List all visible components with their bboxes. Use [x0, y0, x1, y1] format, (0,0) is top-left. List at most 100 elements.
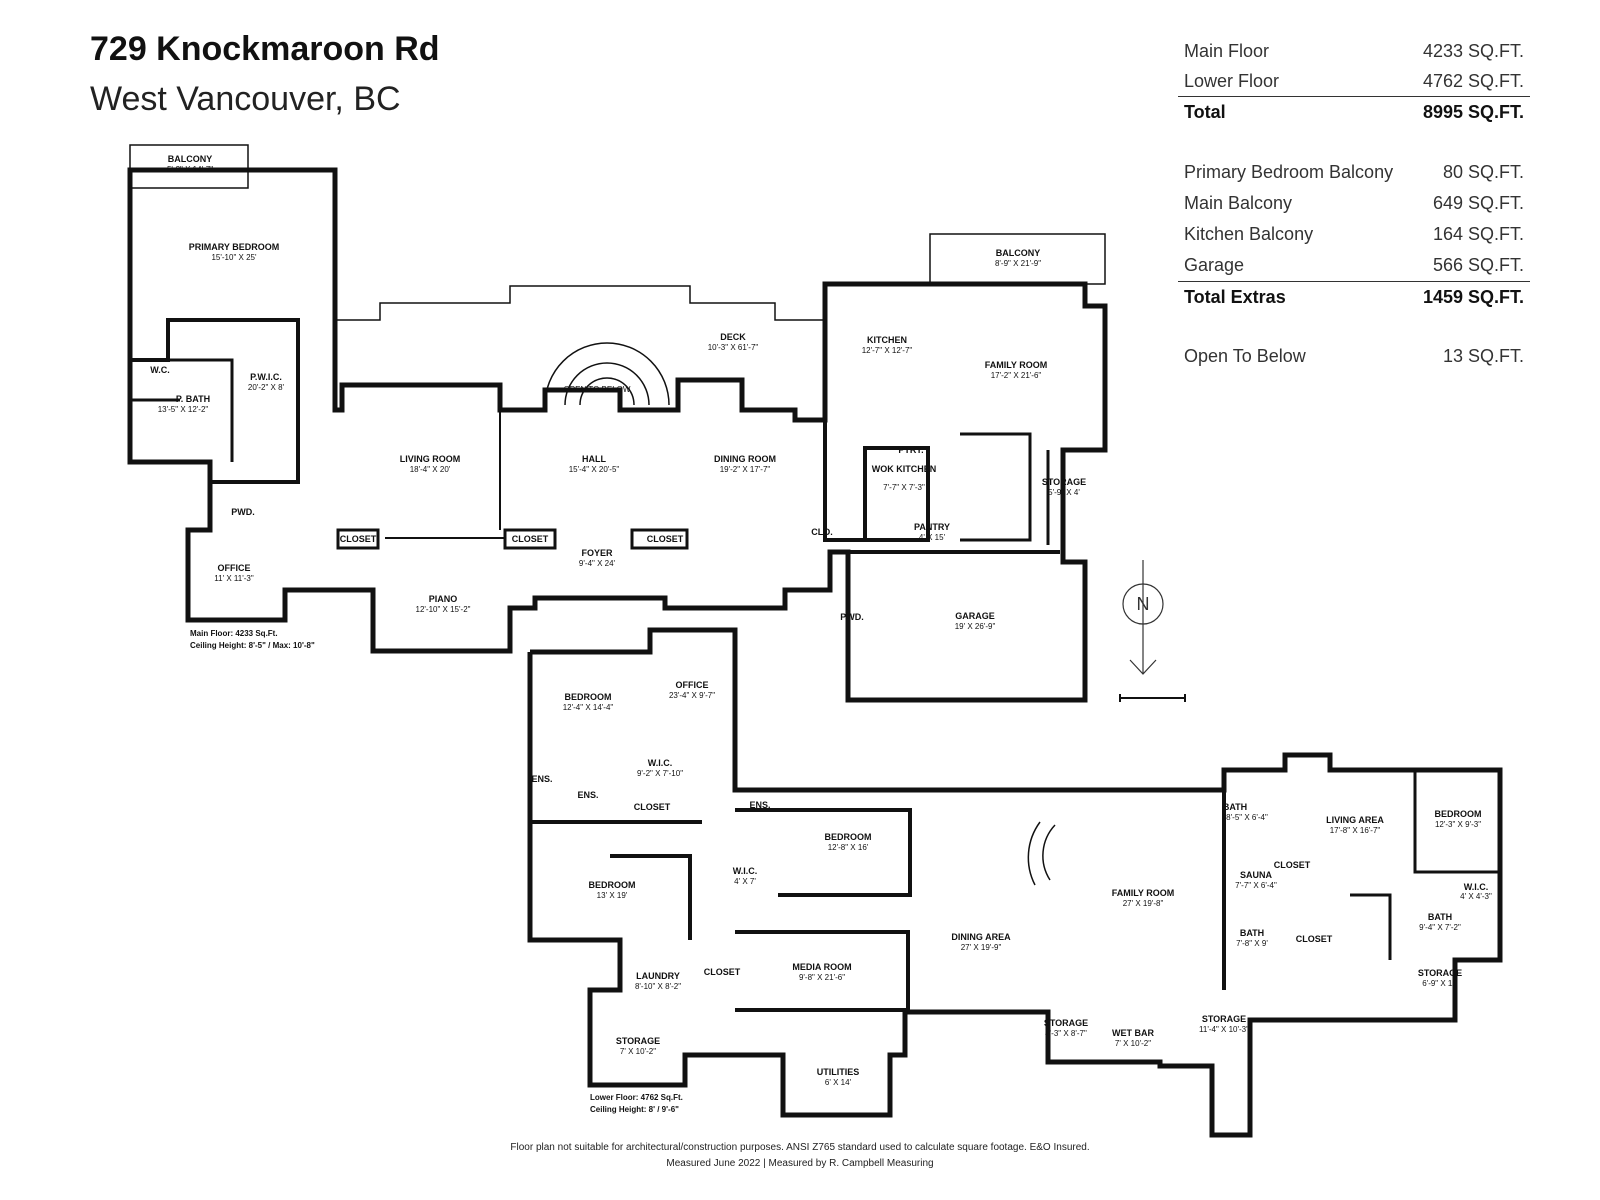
main-floor-note-area: Main Floor: 4233 Sq.Ft.	[190, 629, 278, 638]
room-label: STORAGE	[616, 1036, 660, 1046]
room-label: BALCONY	[168, 154, 213, 164]
room-dim: 8'-5" X 6'-4"	[1226, 813, 1268, 822]
room-dim: 7'-7" X 6'-4"	[1235, 881, 1277, 890]
room-label: OFFICE	[218, 563, 251, 573]
main-floor-labels: BALCONY 5'-3" X 14'-7" PRIMARY BEDROOM 1…	[150, 154, 1086, 650]
main-floor-note-ceiling: Ceiling Height: 8'-5" / Max: 10'-8"	[190, 641, 315, 650]
room-label: PWD.	[840, 612, 864, 622]
room-label: ENS.	[531, 774, 552, 784]
area-summary-table: Main Floor 4233 SQ.FT. Lower Floor 4762 …	[1178, 36, 1530, 372]
area-row-garage: Garage 566 SQ.FT.	[1178, 250, 1530, 281]
area-label: Garage	[1184, 255, 1245, 275]
room-label: CLO.	[811, 527, 833, 537]
room-label: STORAGE	[1202, 1014, 1246, 1024]
room-dim: 5'-3" X 14'-7"	[167, 165, 213, 174]
room-dim: 9'-2" X 7'-10"	[637, 769, 683, 778]
area-label: Primary Bedroom Balcony	[1184, 162, 1394, 182]
room-label: W.I.C.	[648, 758, 673, 768]
room-dim: 15'-10" X 25'	[211, 253, 257, 262]
room-label: LIVING ROOM	[400, 454, 461, 464]
lower-floor-labels: BEDROOM 12'-4" X 14'-4" OFFICE 23'-4" X …	[531, 680, 1492, 1114]
room-dim: 10'-3" X 61'-7"	[708, 343, 759, 352]
room-label: W.I.C.	[1464, 882, 1489, 892]
room-label: FAMILY ROOM	[1112, 888, 1175, 898]
room-label: ENS.	[749, 800, 770, 810]
area-label: Main Balcony	[1184, 193, 1293, 213]
area-row-open-to-below: Open To Below 13 SQ.FT.	[1178, 341, 1530, 372]
balconies	[129, 144, 1106, 321]
room-label: LIVING AREA	[1326, 815, 1384, 825]
lower-floor-walls	[527, 627, 1503, 1138]
room-label: DINING AREA	[951, 932, 1011, 942]
room-label: PTRY.	[898, 445, 923, 455]
room-label: CLOSET	[634, 802, 671, 812]
room-dim: 20'-2" X 8'	[248, 383, 285, 392]
room-label: PRIMARY BEDROOM	[189, 242, 280, 252]
room-dim: 9'-8" X 21'-6"	[799, 973, 845, 982]
room-dim: 19' X 26'-9"	[955, 622, 996, 631]
room-label: FOYER	[581, 548, 613, 558]
room-label: BEDROOM	[565, 692, 612, 702]
room-label: BATH	[1428, 912, 1452, 922]
room-label: PANTRY	[914, 522, 950, 532]
room-dim: 8'-10" X 8'-2"	[635, 982, 681, 991]
room-label: PWD.	[231, 507, 255, 517]
room-dim: 11'-4" X 10'-3"	[1199, 1025, 1249, 1034]
room-label: CLOSET	[1274, 860, 1311, 870]
room-label: WET BAR	[1112, 1028, 1154, 1038]
room-dim: 9'-4" X 24'	[579, 559, 616, 568]
room-label: MEDIA ROOM	[792, 962, 851, 972]
room-label: STORAGE	[1042, 477, 1086, 487]
lower-floor-note-area: Lower Floor: 4762 Sq.Ft.	[590, 1093, 683, 1102]
room-label: BEDROOM	[825, 832, 872, 842]
area-value: 13 SQ.FT.	[1442, 346, 1524, 366]
room-label: KITCHEN	[867, 335, 907, 345]
area-row-lower-floor: Lower Floor 4762 SQ.FT.	[1178, 66, 1530, 96]
room-label: BEDROOM	[589, 880, 636, 890]
room-dim: 7' X 10'-2"	[620, 1047, 656, 1056]
room-label: P. BATH	[176, 394, 210, 404]
room-dim: 12'-3" X 9'-3"	[1435, 820, 1481, 829]
area-value: 649 SQ.FT.	[1432, 193, 1524, 213]
area-label: Main Floor	[1184, 41, 1270, 61]
area-label: Total	[1184, 102, 1226, 122]
area-value: 164 SQ.FT.	[1432, 224, 1524, 244]
room-dim: 13'-5" X 12'-2"	[158, 405, 209, 414]
room-dim: 4' X 4'-3"	[1460, 892, 1492, 901]
room-label: CLOSET	[704, 967, 741, 977]
room-dim: 11' X 11'-3"	[214, 574, 254, 583]
room-dim: 19'-2" X 17'-7"	[720, 465, 771, 474]
room-label: STORAGE	[1044, 1018, 1088, 1028]
area-row-primary-balcony: Primary Bedroom Balcony 80 SQ.FT.	[1178, 157, 1530, 188]
room-label: OFFICE	[676, 680, 709, 690]
address-title: 729 Knockmaroon Rd	[90, 30, 440, 68]
room-label: STORAGE	[1418, 968, 1462, 978]
room-dim: 13' X 19'	[597, 891, 628, 900]
area-label: Open To Below	[1184, 346, 1306, 366]
room-dim: 17'-8" X 16'-7"	[1330, 826, 1381, 835]
room-label: GARAGE	[955, 611, 995, 621]
lower-stair	[1027, 821, 1056, 886]
area-value: 4233 SQ.FT.	[1422, 41, 1524, 61]
room-dim: 4'-3" X 8'-7"	[1045, 1029, 1087, 1038]
area-row-main-balcony: Main Balcony 649 SQ.FT.	[1178, 188, 1530, 219]
room-dim: 6'-9" X 11'	[1422, 979, 1458, 988]
area-label: Kitchen Balcony	[1184, 224, 1314, 244]
room-dim: 9'-4" X 7'-2"	[1419, 923, 1461, 932]
room-label: FAMILY ROOM	[985, 360, 1048, 370]
area-row-total-extras: Total Extras 1459 SQ.FT.	[1178, 281, 1530, 313]
lower-floor-note-ceiling: Ceiling Height: 8' / 9'-6"	[590, 1105, 679, 1114]
room-label: BATH	[1223, 802, 1247, 812]
room-dim: 12'-4" X 14'-4"	[563, 703, 614, 712]
room-dim: 12'-10" X 15'-2"	[416, 605, 471, 614]
room-label: SAUNA	[1240, 870, 1273, 880]
room-label: DECK	[720, 332, 746, 342]
room-dim: 7'-7" X 7'-3"	[883, 483, 925, 492]
room-label: UTILITIES	[817, 1067, 860, 1077]
area-row-total: Total 8995 SQ.FT.	[1178, 96, 1530, 127]
room-label: CLOSET	[340, 534, 377, 544]
footer-credit: Measured June 2022 | Measured by R. Camp…	[666, 1158, 934, 1169]
room-label: LAUNDRY	[636, 971, 680, 981]
city-subtitle: West Vancouver, BC	[90, 80, 401, 118]
